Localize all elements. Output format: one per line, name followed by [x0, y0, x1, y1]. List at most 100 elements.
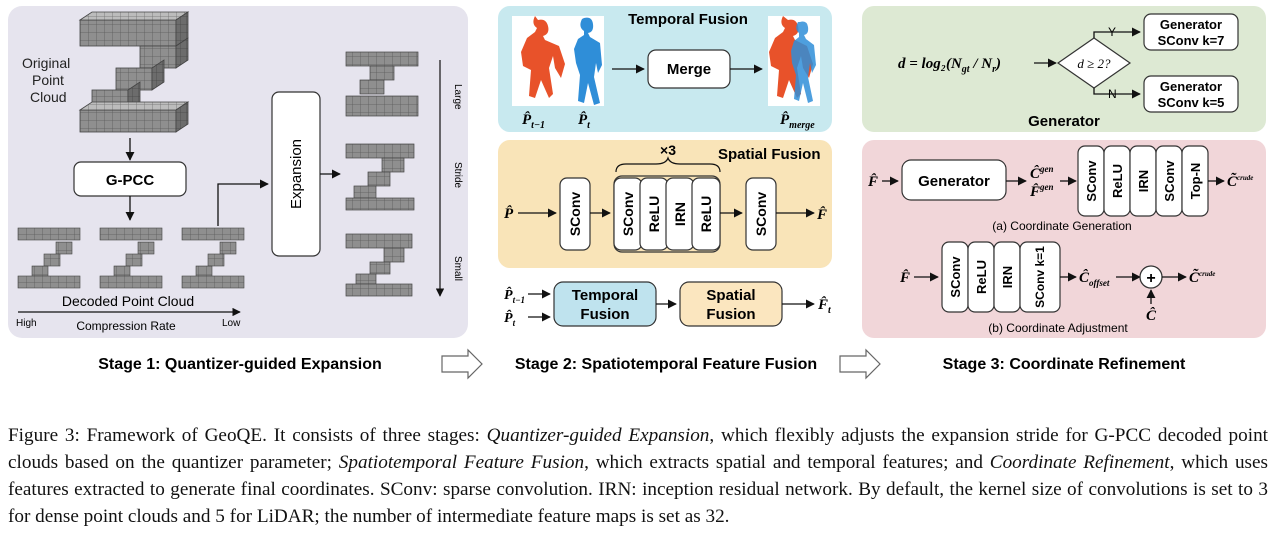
c-offset-label: Ĉoffset	[1079, 269, 1110, 288]
pipeline-in1: P̂t−1	[504, 286, 525, 305]
compression-rate-label: Compression Rate	[76, 319, 176, 333]
refine-f-in2: F̂	[899, 268, 910, 286]
adj-block-irn: IRN	[993, 241, 1021, 313]
pipeline-out: F̂t	[817, 295, 832, 316]
svg-text:SConv: SConv	[567, 192, 583, 237]
decoded-point-cloud-3	[181, 227, 245, 289]
f-out-label: F̂	[816, 205, 827, 223]
stage-arrow-1	[441, 348, 483, 380]
expanded-medium-stride	[345, 143, 415, 211]
p-in-label: P̂	[504, 204, 514, 222]
generator-panel-title: Generator	[1028, 113, 1100, 130]
refine-generator-label: Generator	[918, 173, 990, 190]
spatial-fusion-title: Spatial Fusion	[718, 146, 821, 163]
decision-diamond	[1056, 37, 1132, 89]
gpcc-label: G-PCC	[106, 172, 155, 189]
no-label: N	[1108, 87, 1117, 101]
decision-label: d ≥ 2?	[1077, 56, 1111, 71]
pipeline-in2: P̂t	[504, 309, 516, 328]
stage1-title: Stage 1: Quantizer-guided Expansion	[98, 356, 382, 373]
merge-label: Merge	[667, 61, 711, 78]
expansion-label: Expansion	[288, 139, 305, 209]
repeat-label: ×3	[660, 142, 676, 158]
spatial-block-irn: IRN	[665, 177, 695, 251]
spatial-block-sconv-2: SConv	[613, 177, 643, 251]
p-merge-label: P̂merge	[780, 110, 815, 131]
svg-text:SConv: SConv	[948, 256, 963, 298]
pipeline-temporal-line2: Fusion	[580, 306, 629, 323]
pipeline-temporal-line1: Temporal	[572, 287, 638, 304]
spatial-block-sconv-3: SConv	[745, 177, 777, 251]
c-hat-label: Ĉ	[1146, 307, 1157, 324]
figure-caption: Figure 3: Framework of GeoQE. It consist…	[8, 425, 1269, 527]
spatial-block-relu-2: ReLU	[691, 177, 721, 251]
original-label-line1: Original	[22, 55, 70, 71]
stage-arrow-2	[839, 348, 881, 380]
svg-text:SConv: SConv	[620, 192, 636, 237]
sub-a-label: (a) Coordinate Generation	[992, 219, 1131, 233]
original-label-line2: Point	[32, 72, 64, 88]
large-label: Large	[452, 84, 463, 110]
generator-k7-line1: Generator	[1160, 17, 1222, 32]
spatial-block-sconv-1: SConv	[559, 177, 591, 251]
gen-block-top-n: Top-N	[1181, 145, 1209, 217]
high-label: High	[16, 318, 37, 329]
sub-b-label: (b) Coordinate Adjustment	[988, 321, 1128, 335]
svg-text:SConv k=1: SConv k=1	[1033, 246, 1047, 308]
generator-k5-box	[1143, 75, 1239, 113]
f-gen-label: F̂gen	[1029, 182, 1054, 200]
svg-text:SConv: SConv	[1084, 160, 1099, 202]
original-point-cloud-graphic	[78, 11, 190, 133]
add-symbol: +	[1146, 270, 1155, 287]
stage3-title: Stage 3: Coordinate Refinement	[943, 356, 1186, 373]
stage2-title: Stage 2: Spatiotemporal Feature Fusion	[515, 356, 817, 373]
expanded-large-stride	[345, 51, 419, 117]
human-red-point-cloud	[512, 16, 568, 106]
adj-block-sconv-k1: SConv k=1	[1019, 241, 1061, 313]
svg-text:IRN: IRN	[672, 202, 688, 226]
adj-block-sconv-1: SConv	[941, 241, 969, 313]
svg-text:SConv: SConv	[753, 192, 769, 237]
generator-k7-box	[1143, 13, 1239, 51]
c-gen-label: Ĉgen	[1030, 164, 1054, 182]
expanded-small-stride	[345, 233, 413, 297]
gen-block-sconv-1: SConv	[1077, 145, 1105, 217]
generator-k5-line2: SConv k=5	[1158, 95, 1225, 110]
svg-text:ReLU: ReLU	[974, 260, 989, 294]
pipeline-spatial-line1: Spatial	[706, 287, 755, 304]
generator-k7-line2: SConv k=7	[1158, 33, 1225, 48]
spatial-block-relu-1: ReLU	[639, 177, 669, 251]
temporal-fusion-title: Temporal Fusion	[628, 11, 748, 28]
c-crude-label: C̃crude	[1227, 172, 1253, 190]
generator-k5-line1: Generator	[1160, 79, 1222, 94]
svg-text:SConv: SConv	[1162, 160, 1177, 202]
pipeline-spatial-line2: Fusion	[706, 306, 755, 323]
gen-block-relu: ReLU	[1103, 145, 1131, 217]
formula: d = log₂(Ngt / Nr)	[898, 56, 1001, 75]
c-final-label: C̃crude	[1189, 268, 1215, 286]
p-prev-label: P̂t−1	[522, 110, 545, 131]
svg-text:ReLU: ReLU	[698, 196, 714, 233]
svg-text:ReLU: ReLU	[1110, 164, 1125, 198]
refine-f-in: F̂	[867, 172, 878, 190]
svg-text:Top-N: Top-N	[1188, 163, 1203, 200]
svg-text:IRN: IRN	[1136, 170, 1151, 192]
gen-block-sconv-2: SConv	[1155, 145, 1183, 217]
yes-label: Y	[1108, 25, 1116, 39]
human-blue-point-cloud	[566, 16, 604, 106]
adj-block-relu: ReLU	[967, 241, 995, 313]
refine-generator-box	[901, 159, 1007, 201]
decoded-point-cloud-2	[99, 227, 163, 289]
svg-text:ReLU: ReLU	[646, 196, 662, 233]
small-label: Small	[452, 256, 463, 281]
decoded-label: Decoded Point Cloud	[62, 293, 194, 309]
human-merged-point-cloud	[768, 16, 820, 106]
svg-text:IRN: IRN	[1000, 266, 1015, 288]
gen-block-irn: IRN	[1129, 145, 1157, 217]
original-label-line3: Cloud	[30, 89, 67, 105]
low-label: Low	[222, 318, 241, 329]
p-cur-label: P̂t	[578, 110, 591, 131]
stride-label: Stride	[452, 162, 463, 189]
decoded-point-cloud-1	[17, 227, 81, 289]
